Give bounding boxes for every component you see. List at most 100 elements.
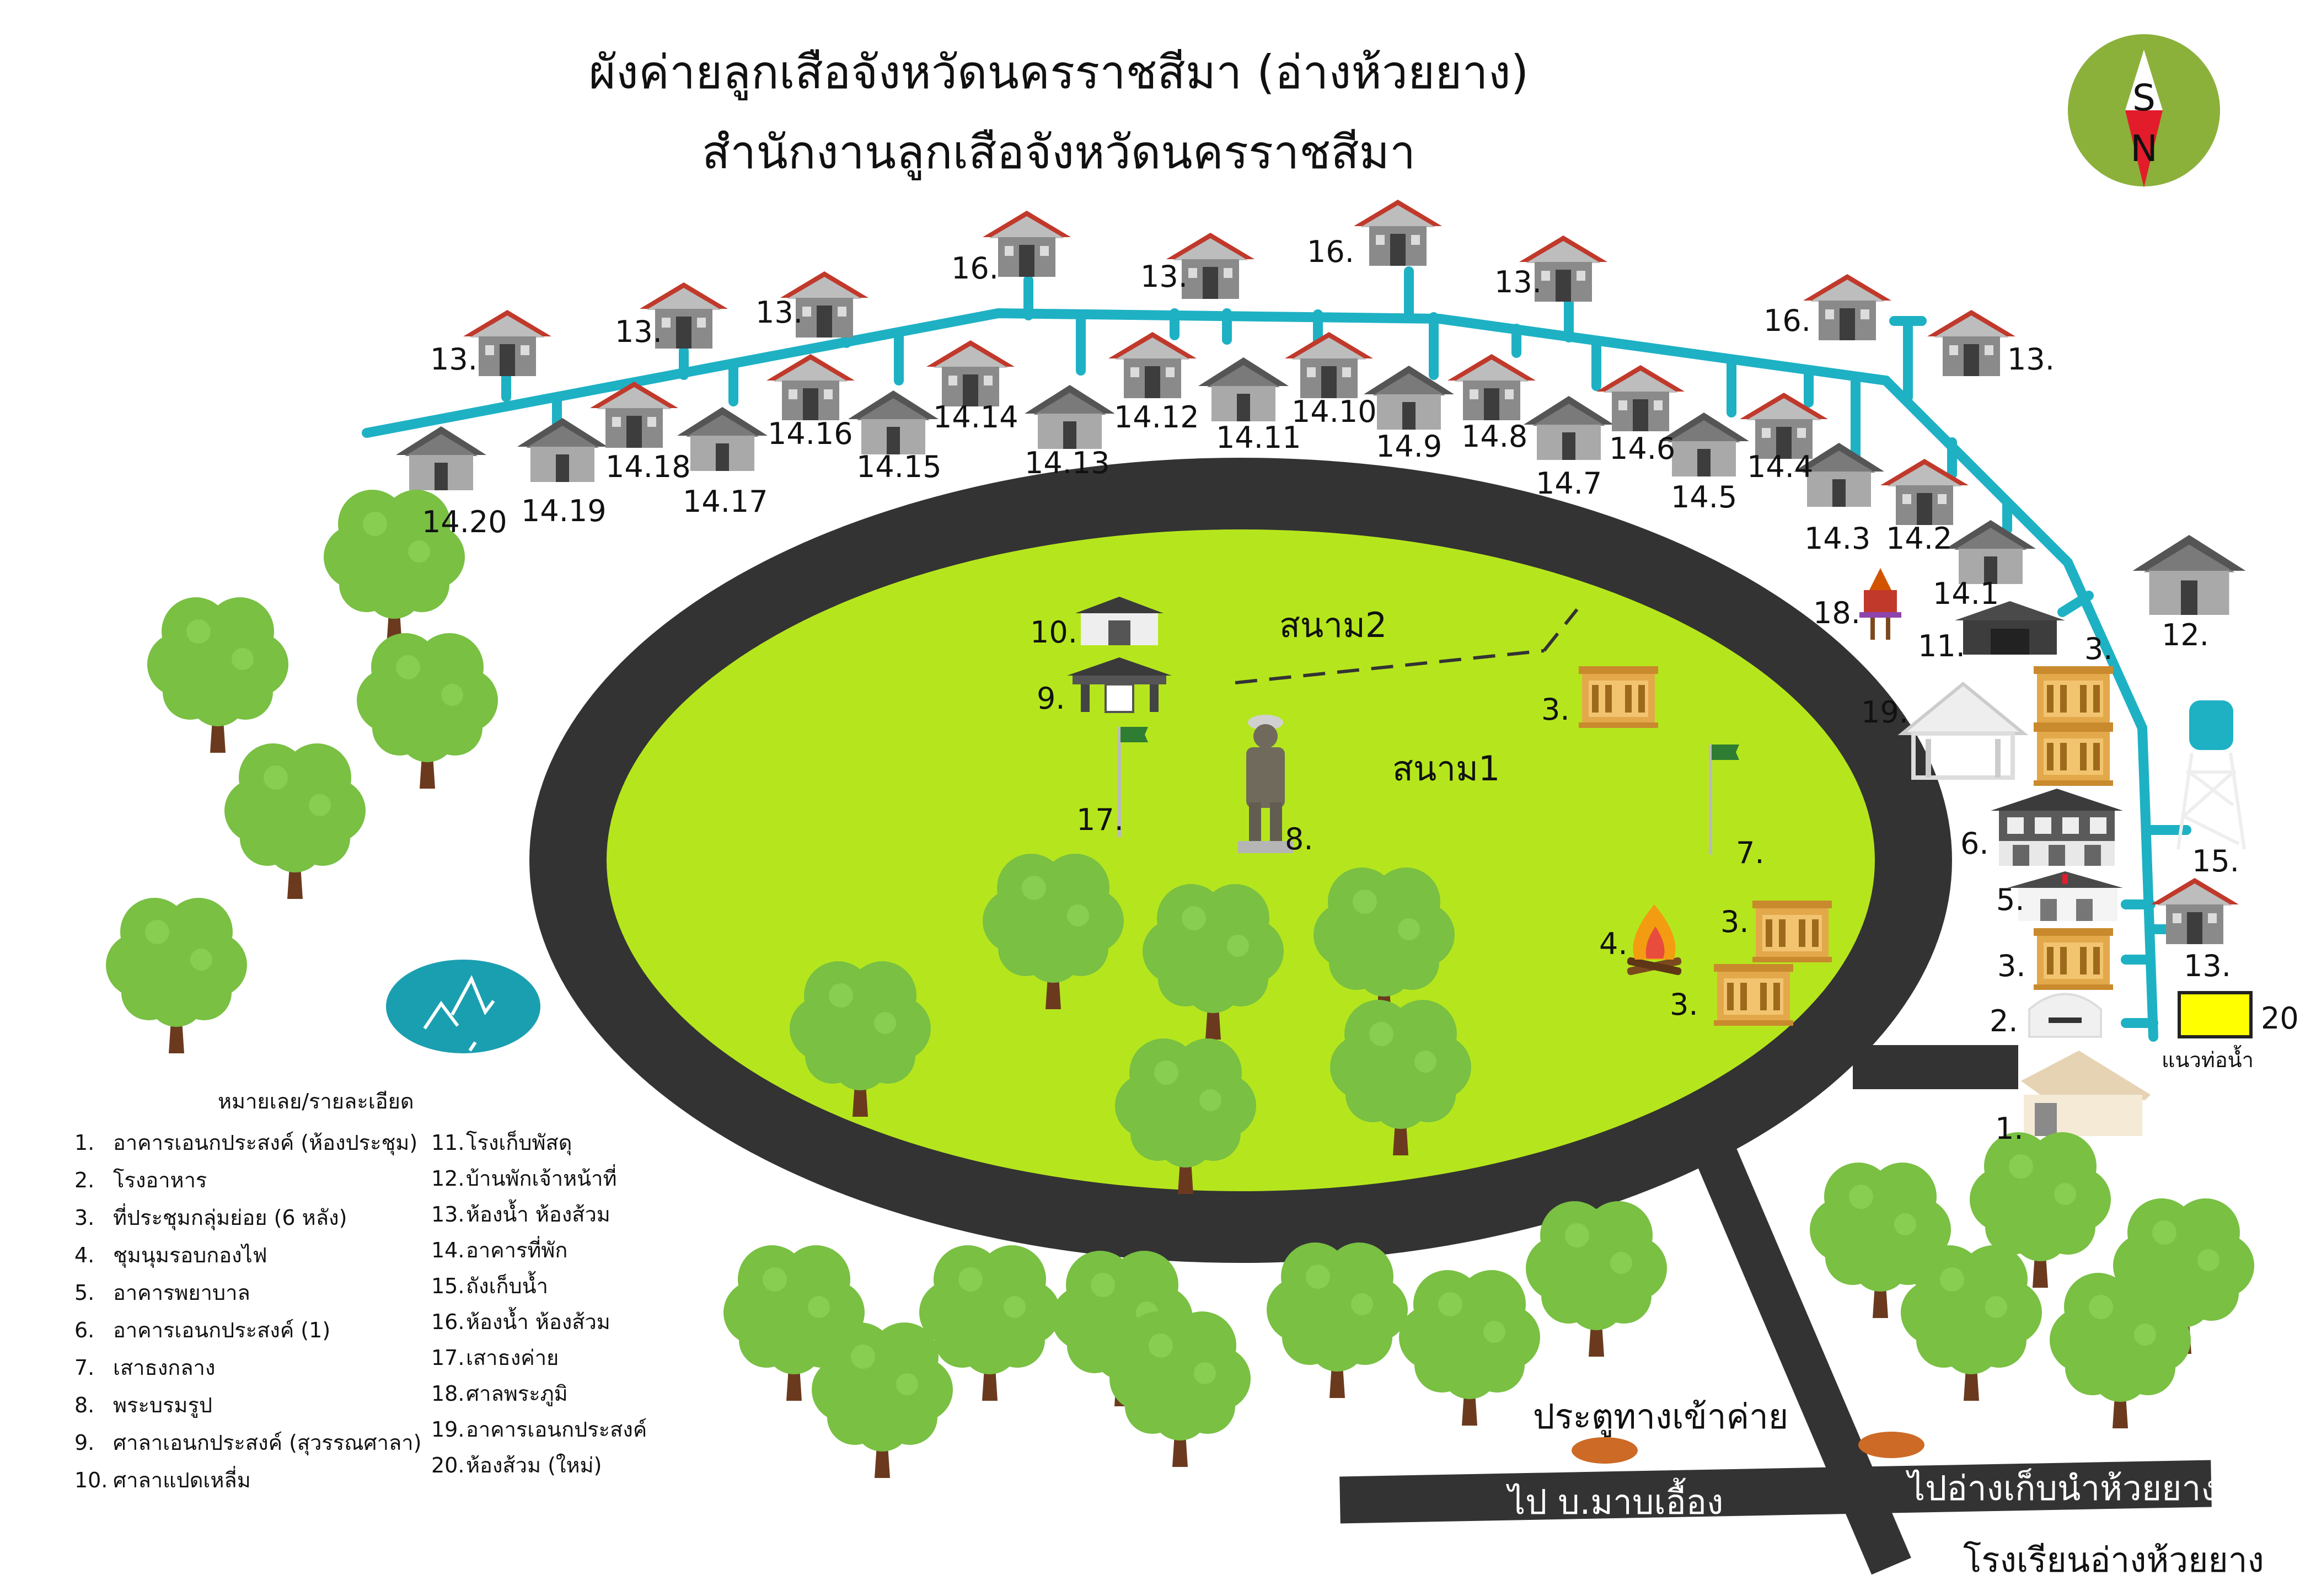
legend-right: 11.โรงเก็บพัสดุ12.บ้านพักเจ้าหน้าที่13.ห… (431, 1130, 647, 1477)
dormitory-14-6 (1596, 365, 1685, 431)
legend-item-text: ที่ประชุมกลุ่มย่อย (6 หลัง) (113, 1203, 347, 1230)
label-meeting-3-field: 3. (1541, 692, 1570, 727)
dormitory-14-7 (1524, 396, 1614, 460)
multipurpose-hall-19 (1897, 682, 2029, 780)
tree (812, 1322, 953, 1478)
label-storage-11: 11. (1918, 629, 1965, 663)
label-tank-15: 15. (2192, 844, 2239, 879)
legend-item-number: 14. (431, 1238, 464, 1262)
school-label: โรงเรียนอ่างห้วยยาง (1963, 1540, 2264, 1580)
meeting-hall-3-f (2034, 928, 2113, 990)
label-hall-19: 19. (1861, 695, 1908, 730)
legend-item-number: 9. (74, 1431, 94, 1455)
label-meeting-3-top: 3. (2084, 631, 2113, 666)
label-dorm-14-6: 14.6 (1609, 431, 1675, 466)
legend-item-number: 13. (431, 1202, 464, 1227)
gate-pillar-left (1572, 1437, 1638, 1464)
tree (1267, 1242, 1408, 1398)
label-dorm-14-17: 14.17 (683, 484, 768, 519)
legend-item-text: โรงอาหาร (113, 1168, 207, 1192)
toilet-16-c (1803, 274, 1891, 340)
dormitory-14-12 (1108, 332, 1197, 398)
meeting-hall-3-a (1579, 666, 1658, 728)
dormitory-14-19 (517, 418, 608, 482)
entrance-gate-label: ประตูทางเข้าค่าย (1533, 1396, 1788, 1437)
label-shrine-18: 18. (1813, 596, 1861, 630)
dormitory-14-10 (1285, 332, 1373, 398)
map-title-line2: สำนักงานลูกเสือจังหวัดนครราชสีมา (702, 125, 1416, 180)
label-dorm-14-13: 14.13 (1025, 446, 1110, 480)
campfire-4 (1627, 904, 1682, 976)
label-dorm-14-1: 14.1 (1933, 576, 1999, 611)
label-meeting-3-d: 3. (1720, 904, 1749, 939)
legend-item-text: ศาลาเอนกประสงค์ (สุวรรณศาลา) (113, 1431, 421, 1455)
royal-statue-8 (1238, 715, 1293, 853)
lake (386, 960, 540, 1053)
legend-item-text: เสาธงค่าย (466, 1346, 559, 1370)
legend-item-text: ห้องส้วม (ใหม่) (466, 1453, 602, 1477)
spirit-house-18 (1859, 568, 1901, 640)
field-2-label: สนาม2 (1279, 605, 1387, 645)
compass-south-label: S (2132, 77, 2156, 119)
label-campfire-4: 4. (1599, 926, 1628, 961)
map-title-line1: ผังค่ายลูกเสือจังหวัดนครราชสีมา (อ่างห้ว… (589, 45, 1529, 100)
label-dorm-14-16: 14.16 (768, 416, 853, 451)
dormitory-14-15 (848, 390, 939, 454)
label-toilet-13-a: 13. (430, 342, 478, 377)
legend-item-text: ห้องน้ำ ห้องส้วม (466, 1306, 610, 1334)
label-dorm-14-8: 14.8 (1461, 419, 1527, 454)
label-toilet-13-b: 13. (615, 314, 662, 349)
tree (106, 898, 247, 1053)
label-flag-17: 17. (1076, 802, 1124, 837)
main-road-horizontal (1339, 1460, 2212, 1524)
legend-item-number: 8. (74, 1393, 94, 1417)
label-toilet-13-c: 13. (755, 295, 803, 330)
road-to-reservoir-label: ไปอ่างเก็บนำห้วยยาง (1905, 1468, 2218, 1508)
water-pipeline (362, 266, 2191, 1042)
dormitory-14-13 (1025, 385, 1115, 449)
tree (1109, 1311, 1251, 1467)
dormitory-14-20 (396, 426, 486, 490)
label-toilet-13-d: 13. (1140, 259, 1188, 294)
legend-item-number: 17. (431, 1346, 464, 1370)
tree (147, 597, 288, 753)
legend-item-text: ศาลาแปดเหลี่ม (113, 1466, 251, 1492)
tree (224, 743, 366, 899)
dormitory-14-14 (926, 340, 1015, 406)
dormitory-14-9 (1364, 366, 1454, 430)
dormitory-14-8 (1447, 354, 1536, 420)
legend-item-number: 3. (74, 1206, 94, 1230)
label-toilet-20: 20. (2261, 1001, 2300, 1036)
legend-item-number: 15. (431, 1274, 464, 1298)
legend-item-number: 7. (74, 1356, 94, 1380)
legend-item-number: 10. (74, 1468, 108, 1492)
label-dorm-14-14: 14.14 (933, 400, 1018, 435)
meeting-hall-3-c (2034, 724, 2113, 786)
legend-item-text: เสาธงกลาง (113, 1356, 215, 1380)
tree (1901, 1245, 2042, 1401)
label-assembly-1: 1. (1995, 1111, 2024, 1146)
label-pavilion-10: 10. (1030, 615, 1077, 650)
legend-item-text: พระบรมรูป (113, 1393, 212, 1418)
label-flag-7: 7. (1736, 836, 1765, 870)
label-dorm-14-7: 14.7 (1536, 466, 1602, 501)
new-toilet-20 (2178, 991, 2253, 1038)
legend-item-number: 6. (74, 1318, 94, 1342)
label-toilet-13-f: 13. (2007, 342, 2055, 377)
pipeline-label: แนวท่อน้ำ (2162, 1045, 2254, 1072)
label-dorm-14-11: 14.11 (1216, 420, 1301, 455)
legend-item-number: 12. (431, 1166, 464, 1191)
label-toilet-16-a: 16. (951, 251, 999, 286)
label-toilet-16-b: 16. (1307, 234, 1354, 269)
meeting-hall-3-e (1714, 964, 1793, 1026)
label-canteen-2: 2. (1990, 1004, 2018, 1038)
legend-item-text: อาคารเอนกประสงค์ (ห้องประชุม) (113, 1131, 417, 1155)
field-1-label: สนาม1 (1392, 748, 1500, 789)
label-toilet-13-g: 13. (2184, 949, 2231, 983)
tree (1399, 1270, 1540, 1426)
staff-house-12 (2132, 535, 2246, 615)
legend-item-text: ชุมนุมรอบกองไฟ (113, 1243, 267, 1268)
tree (1526, 1201, 1667, 1357)
legend-item-number: 1. (74, 1131, 94, 1155)
